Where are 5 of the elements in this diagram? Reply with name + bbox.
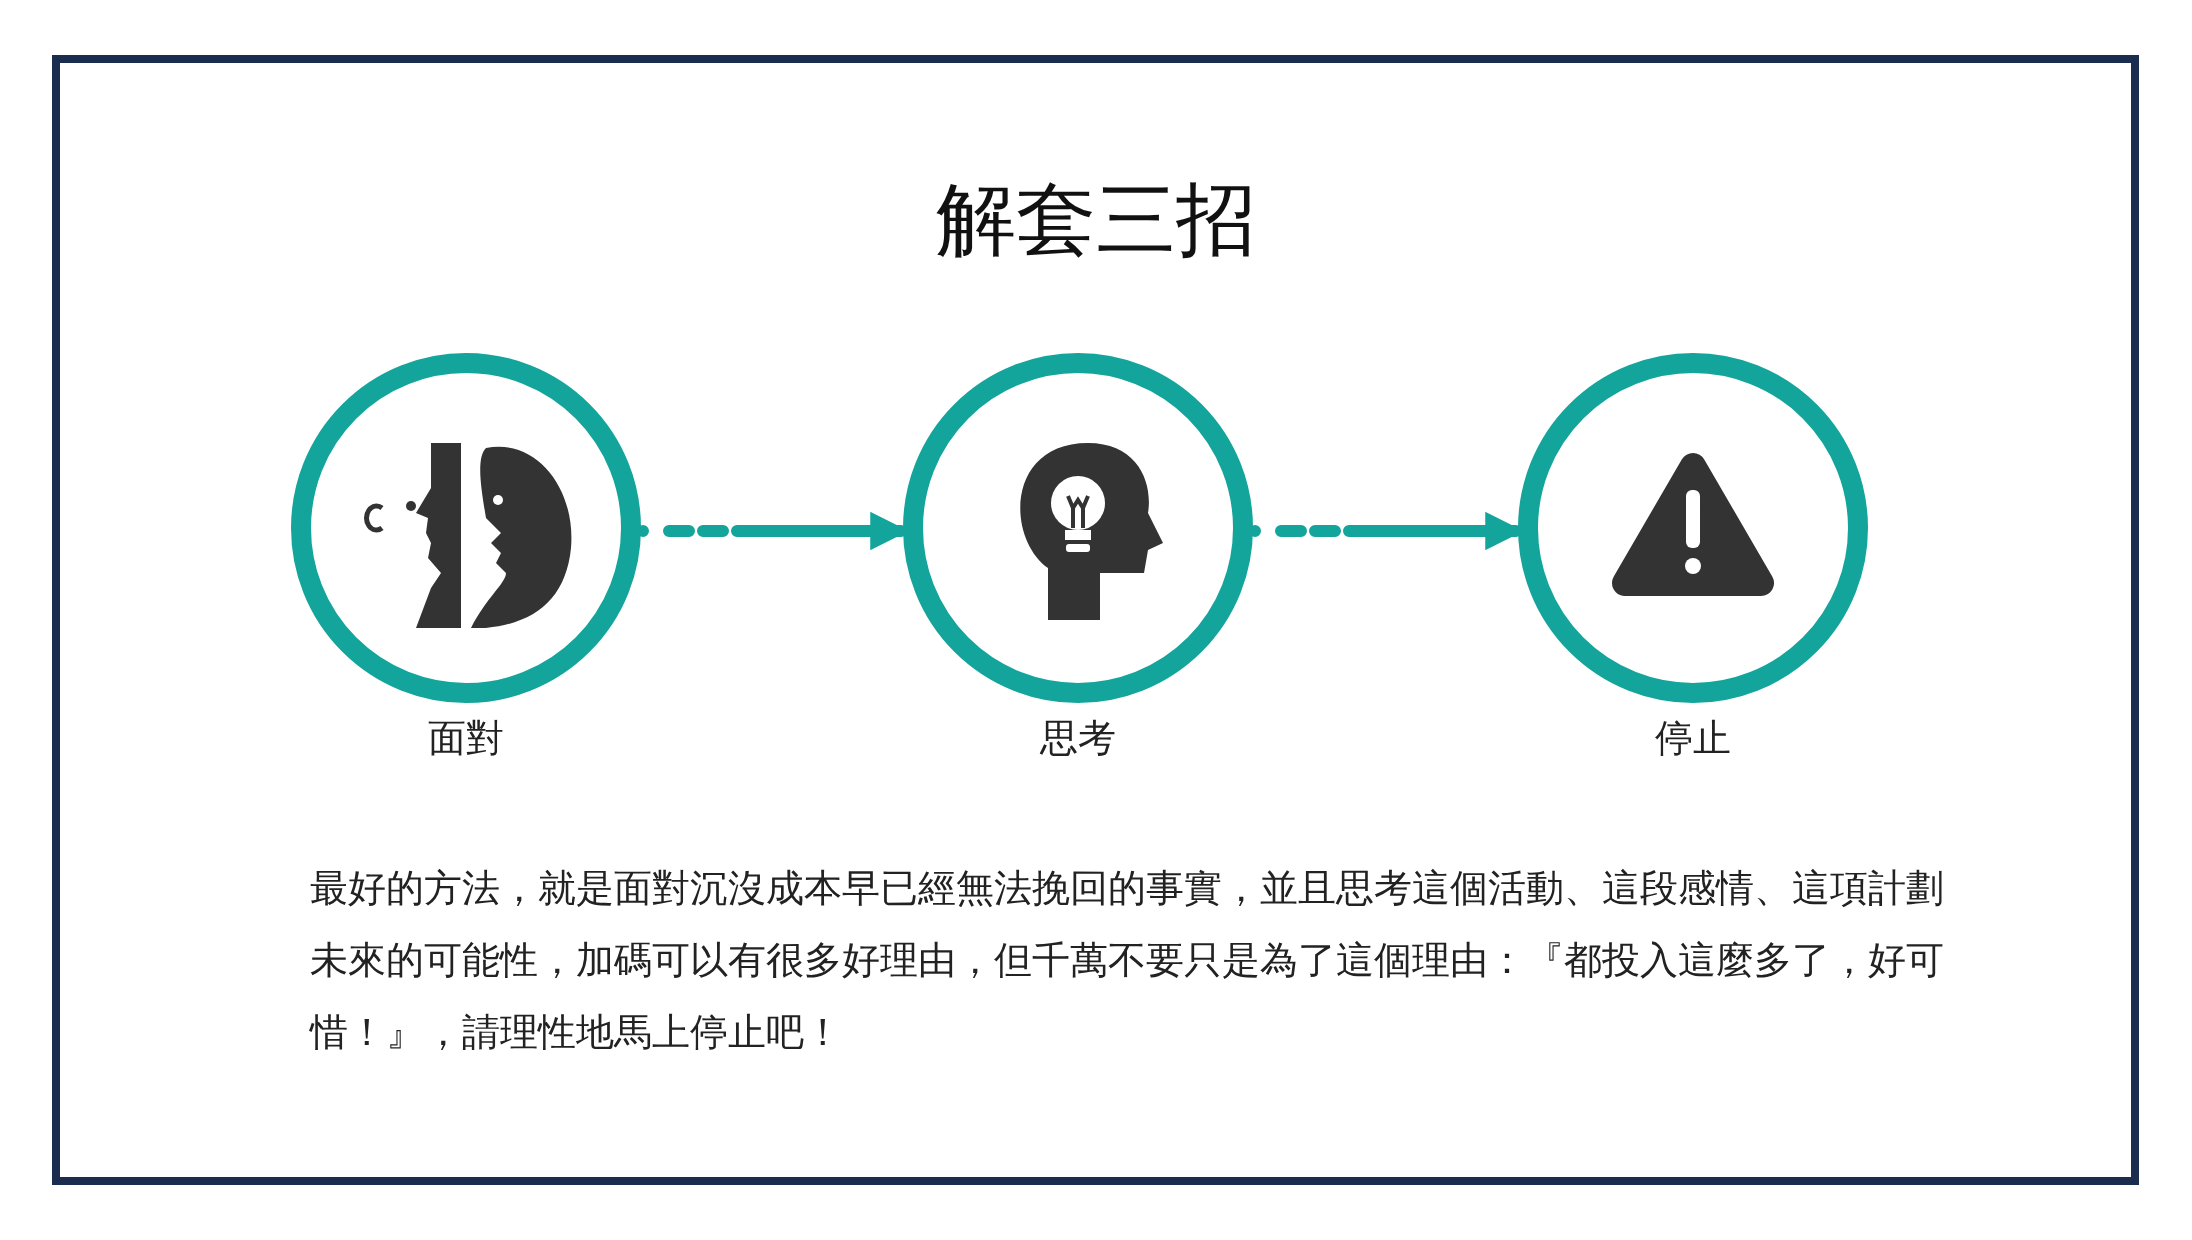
step-label: 面對	[427, 715, 505, 762]
title: 解套三招	[935, 172, 1257, 268]
step-label: 思考	[1039, 715, 1117, 762]
step-label: 停止	[1654, 715, 1732, 762]
paragraph: 最好的方法，就是面對沉沒成本早已經無法挽回的事實，並且思考這個活動、這段感情、這項計劃未來的可能性，加碼可以有很多好理由，但千萬不要只是為了這個理由：『都投入這麼多了，好可惜！』，請理性地馬上停止吧！	[310, 865, 1945, 1056]
